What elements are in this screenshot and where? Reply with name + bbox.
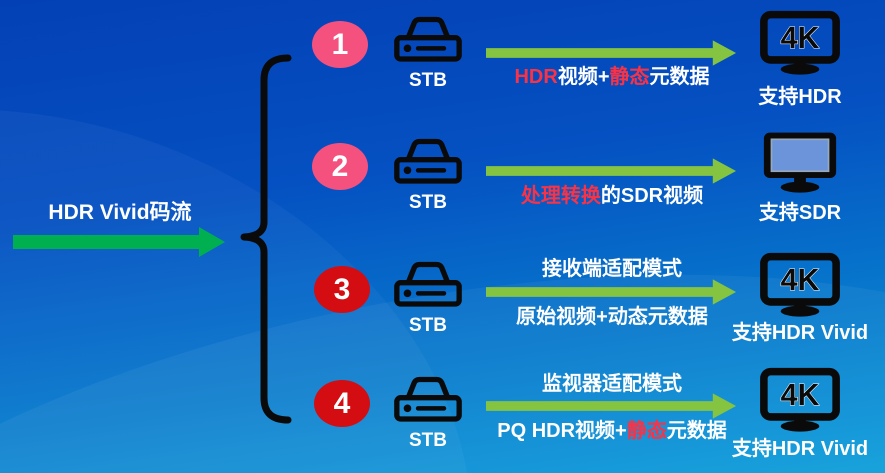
step-number: 4 [333,386,351,420]
step-number: 1 [331,27,349,61]
brace [240,54,292,424]
step-badge-2: 2 [312,143,368,190]
tv-4k-badge: 4K [781,22,820,55]
label-segment: 视频+ [557,66,610,88]
flow-arrow [486,158,737,184]
flow-label: 原始视频+动态元数据 [467,300,757,329]
step-number: 3 [333,272,351,306]
flow-mode-label: 监视器适配模式 [542,373,682,395]
display-support-label: 支持SDR [758,202,842,224]
step-badge-4: 4 [314,380,370,427]
label-segment: HDR [514,66,558,88]
label-segment: 处理转换 [520,185,601,207]
tv-4k-badge: 4K [781,379,820,412]
tv-4k-badge: 4K [781,264,820,297]
label-segment: 静态 [609,66,650,88]
display-support-label: 支持HDR Vivid [731,322,869,344]
display-support-label: 支持HDR Vivid [731,438,869,460]
flow-label: PQ HDR视频+静态元数据 [467,414,757,443]
flow-arrow [486,393,737,419]
stb-label: STB [409,70,447,91]
step-badge-3: 3 [314,266,370,313]
monitor-sdr-icon [763,132,837,193]
tv-4k-icon: 4K [760,10,840,75]
tv-4k-icon: 4K [760,367,840,432]
flow-arrow [486,279,737,305]
flow-label: HDR视频+静态元数据 [467,60,757,89]
stb-icon [394,376,462,422]
stb-icon [394,16,462,62]
label-segment: 的SDR视频 [600,185,704,207]
flow-label: 处理转换的SDR视频 [467,179,757,208]
label-segment: 原始视频+动态元数据 [516,306,708,328]
label-segment: PQ HDR视频+ [497,420,627,442]
stb-label: STB [409,315,447,336]
source-arrow [13,227,225,257]
stb-icon [394,261,462,307]
display-support-label: 支持HDR [758,86,842,108]
stb-label: STB [409,192,447,213]
flow-mode-label: 接收端适配模式 [542,258,682,280]
stb-label: STB [409,430,447,451]
stb-icon [394,138,462,184]
flow-arrow [486,40,737,66]
step-number: 2 [331,149,349,183]
step-badge-1: 1 [312,21,368,68]
label-segment: 元数据 [649,66,710,88]
source-stream-label: HDR Vivid码流 [48,201,192,224]
label-segment: 元数据 [666,420,727,442]
label-segment: 静态 [626,420,667,442]
tv-4k-icon: 4K [760,252,840,317]
